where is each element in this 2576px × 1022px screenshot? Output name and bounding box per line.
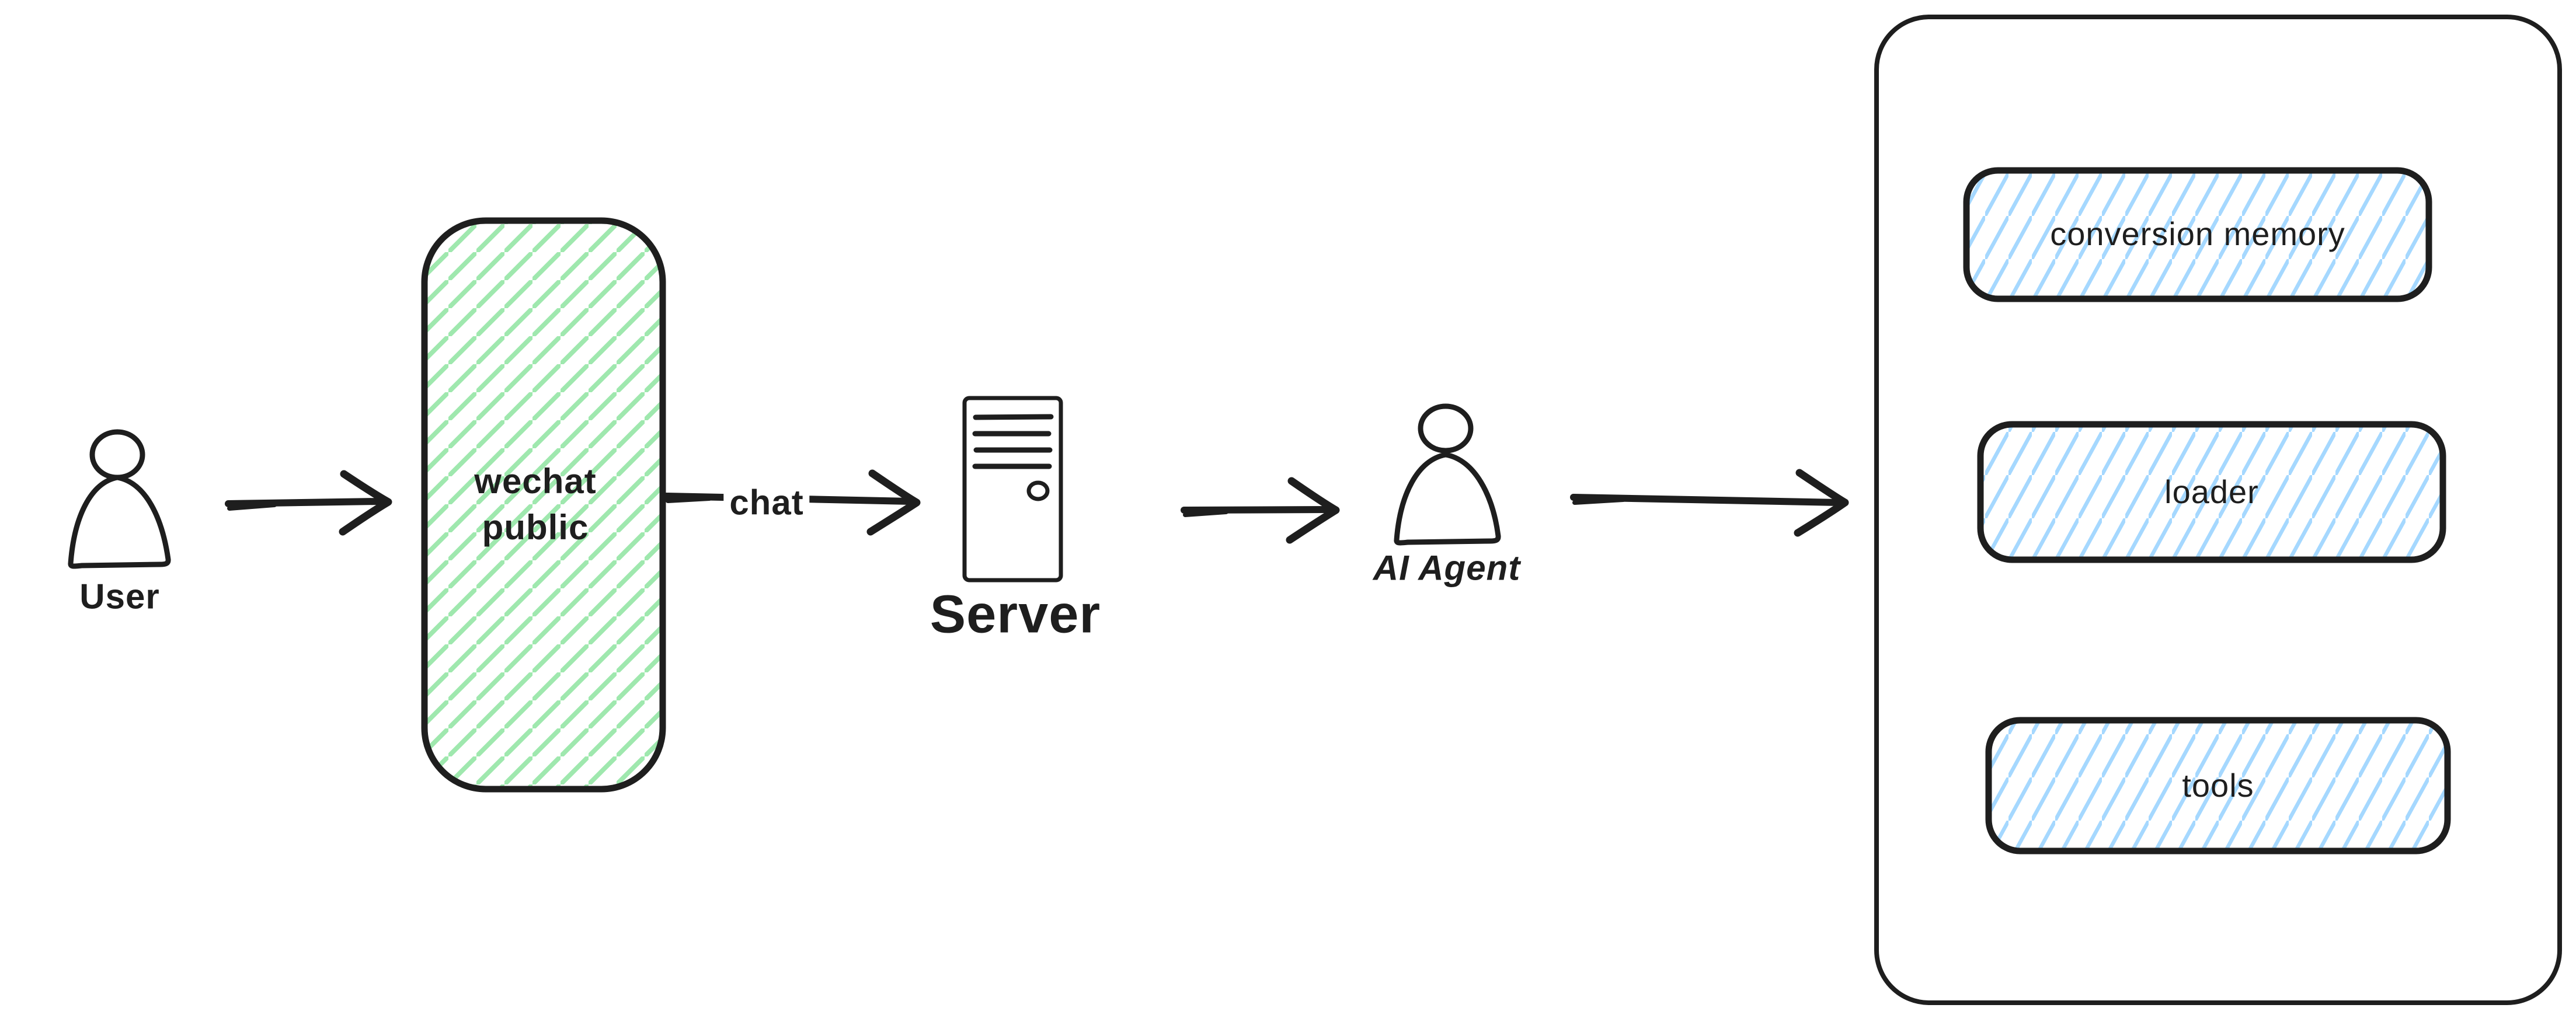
loader-label: loader [2164, 473, 2259, 511]
user-head [89, 429, 145, 480]
conversion-memory-box [1963, 167, 2432, 302]
ai-agent-icon [1394, 403, 1501, 546]
ai-agent-body [1394, 452, 1501, 546]
loader-box [1977, 421, 2446, 563]
server-icon [962, 396, 1063, 582]
user-body [68, 475, 171, 569]
tools-box [1985, 717, 2451, 854]
server-power-button [1026, 480, 1050, 501]
ai-agent-head [1418, 403, 1474, 454]
conversion-memory-label: conversion memory [2050, 215, 2345, 253]
tools-label: tools [2182, 767, 2254, 804]
wechat-public-label: wechat public [474, 458, 596, 550]
wechat-public-box [421, 217, 666, 793]
wechat-public-label-line1: wechat [474, 461, 597, 501]
arrow-server-to-agent [1181, 477, 1340, 544]
arrow-agent-to-container [1570, 469, 1849, 537]
chat-label: chat [723, 479, 810, 526]
arrow-user-to-wechat [225, 470, 392, 536]
wechat-public-label-line2: public [482, 508, 589, 547]
ai-agent-label: AI Agent [1373, 548, 1521, 588]
server-label: Server [930, 584, 1101, 644]
server-case [962, 396, 1063, 582]
user-icon [68, 429, 171, 569]
user-label: User [79, 577, 160, 616]
